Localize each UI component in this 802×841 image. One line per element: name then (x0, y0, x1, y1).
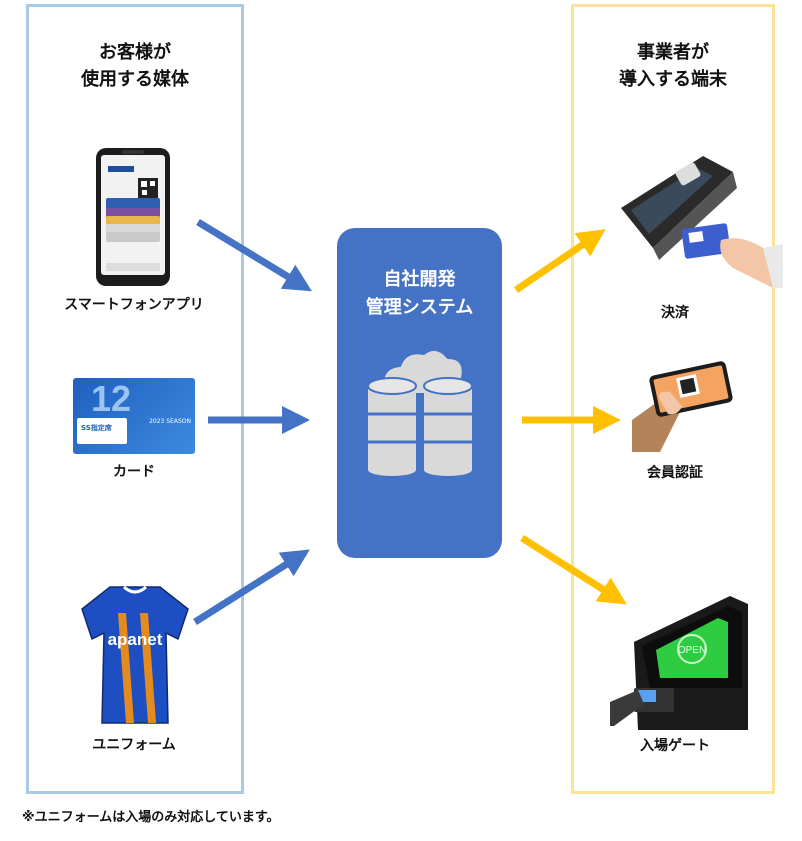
management-system-box: 自社開発 管理システム (337, 228, 502, 558)
phone-qr-auth-icon (632, 361, 733, 452)
smartphone-app-label: スマートフォンアプリ (64, 297, 204, 313)
jersey-sponsor-text: apanet (108, 630, 163, 649)
membership-card-icon: 12 SS指定席 2023 SEASON (73, 378, 195, 454)
customer-media-title: お客様が 使用する媒体 (81, 42, 189, 90)
smartphone-wallet-icon (96, 148, 170, 286)
uniform-label: ユニフォーム (92, 737, 176, 753)
management-system-title: 自社開発 管理システム (365, 269, 474, 318)
soccer-jersey-icon: apanet (81, 585, 189, 724)
arrow-system-to-gate (520, 535, 627, 605)
business-terminal-title: 事業者が 導入する端末 (619, 42, 727, 90)
gate-screen-text: OPEN (678, 645, 706, 656)
card-number-text: 12 (91, 378, 132, 419)
member-auth-label: 会員認証 (647, 465, 703, 481)
customer-media-panel: お客様が 使用する媒体 (26, 4, 244, 794)
business-terminal-panel: 事業者が 導入する端末 (571, 4, 775, 794)
uniform-footnote: ※ユニフォームは入場のみ対応しています。 (22, 810, 280, 825)
payment-terminal-icon (621, 156, 783, 288)
arrow-uniform-to-system (193, 549, 310, 625)
card-season-text: 2023 SEASON (149, 418, 191, 425)
arrow-smartphone-to-system (196, 219, 312, 292)
card-seat-text: SS指定席 (81, 424, 112, 432)
entry-gate-icon: OPEN (610, 596, 748, 730)
cloud-database-icon (367, 348, 473, 476)
arrow-system-to-payment (514, 229, 606, 293)
entry-gate-label: 入場ゲート (640, 738, 710, 754)
payment-label: 決済 (661, 305, 689, 321)
card-label: カード (113, 464, 155, 480)
